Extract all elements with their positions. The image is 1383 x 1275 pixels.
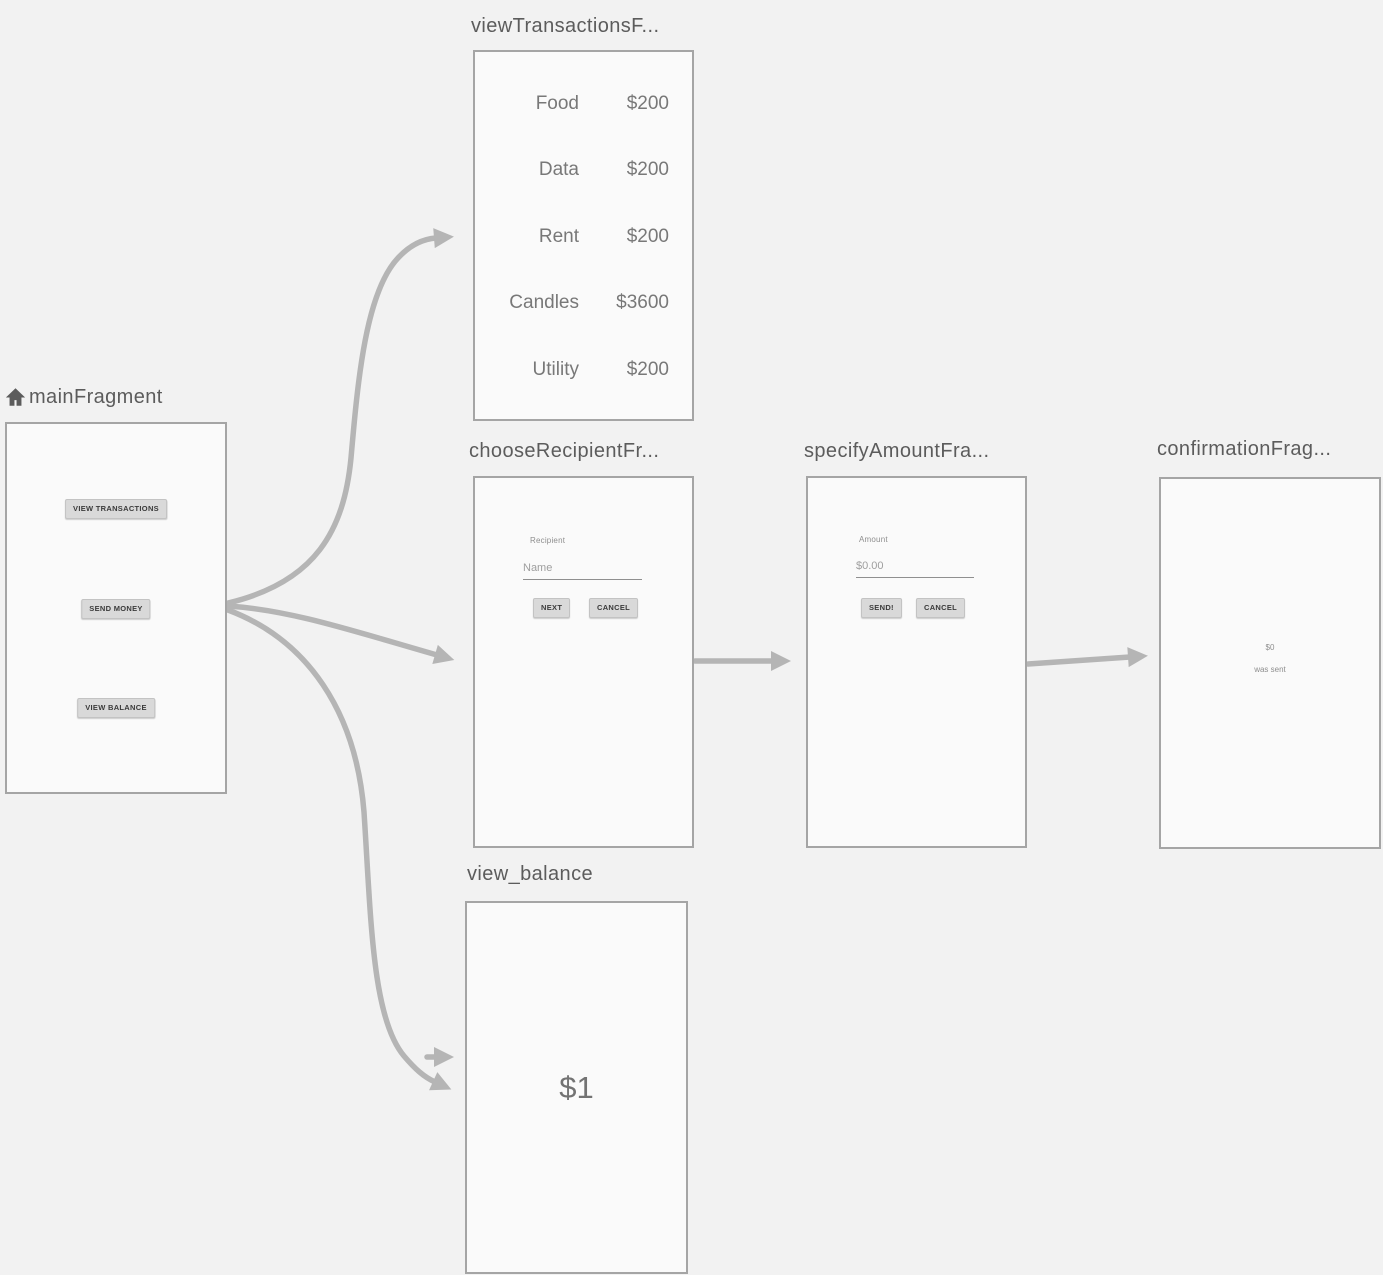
transaction-name: Data xyxy=(538,159,579,180)
fragment-header-chooserecipient[interactable]: chooseRecipientFr... xyxy=(469,439,659,463)
fragment-header-confirmation[interactable]: confirmationFrag... xyxy=(1157,437,1331,461)
send-button: SEND! xyxy=(861,598,902,618)
amount-field-label: Amount xyxy=(859,535,888,544)
transaction-amount: $200 xyxy=(626,359,669,380)
amount-input: $0.00 xyxy=(856,560,974,578)
fragment-title-label: confirmationFrag... xyxy=(1157,438,1332,460)
transaction-name: Rent xyxy=(538,226,579,247)
action-main-to-viewtransactions xyxy=(225,228,454,606)
action-specifyamount-to-confirmation xyxy=(1025,647,1148,668)
home-icon xyxy=(5,388,26,406)
fragment-title-label: mainFragment xyxy=(29,386,163,408)
transaction-amount: $200 xyxy=(626,93,669,114)
balance-amount-text: $1 xyxy=(559,1070,594,1105)
fragment-header-mainfragment[interactable]: mainFragment xyxy=(5,385,163,409)
fragment-header-specifyamount[interactable]: specifyAmountFra... xyxy=(804,439,989,463)
transaction-row: Utility $200 xyxy=(475,359,692,381)
transaction-name: Candles xyxy=(509,292,579,313)
transaction-name: Food xyxy=(535,93,579,114)
transaction-row: Rent $200 xyxy=(475,226,692,248)
view-transactions-button: VIEW TRANSACTIONS xyxy=(65,499,167,519)
fragment-card-mainfragment[interactable]: VIEW TRANSACTIONS SEND MONEY VIEW BALANC… xyxy=(5,422,227,794)
recipient-name-input: Name xyxy=(523,562,642,580)
fragment-title-label: view_balance xyxy=(467,863,593,885)
cancel-button: CANCEL xyxy=(916,598,966,618)
recipient-field-label: Recipient xyxy=(530,536,566,545)
fragment-title-label: viewTransactionsF... xyxy=(471,15,660,37)
action-main-to-chooserecipient xyxy=(225,603,455,665)
view-balance-button: VIEW BALANCE xyxy=(77,698,155,718)
transaction-name: Utility xyxy=(532,359,579,380)
action-main-to-viewbalance xyxy=(225,607,452,1091)
transaction-row: Food $200 xyxy=(475,93,692,115)
fragment-header-viewtransactions[interactable]: viewTransactionsF... xyxy=(471,14,659,38)
confirmation-message-text: was sent xyxy=(1254,665,1286,674)
next-button: NEXT xyxy=(533,598,571,618)
transaction-row: Data $200 xyxy=(475,159,692,181)
transaction-row: Candles $3600 xyxy=(475,292,692,314)
fragment-title-label: chooseRecipientFr... xyxy=(469,440,660,462)
fragment-card-viewtransactions[interactable]: Food $200 Data $200 Rent $200 Candles $3… xyxy=(473,50,694,421)
fragment-card-chooserecipient[interactable]: Recipient Name NEXT CANCEL xyxy=(473,476,694,848)
transaction-amount: $3600 xyxy=(616,292,669,313)
fragment-header-viewbalance[interactable]: view_balance xyxy=(467,862,593,886)
cancel-button: CANCEL xyxy=(589,598,639,618)
confirmation-amount-text: $0 xyxy=(1265,643,1275,652)
transaction-amount: $200 xyxy=(626,226,669,247)
fragment-title-label: specifyAmountFra... xyxy=(804,440,990,462)
send-money-button: SEND MONEY xyxy=(81,599,151,619)
fragment-card-specifyamount[interactable]: Amount $0.00 SEND! CANCEL xyxy=(806,476,1027,848)
transaction-amount: $200 xyxy=(626,159,669,180)
fragment-card-viewbalance[interactable]: $1 xyxy=(465,901,688,1274)
fragment-card-confirmation[interactable]: $0 was sent xyxy=(1159,477,1381,849)
